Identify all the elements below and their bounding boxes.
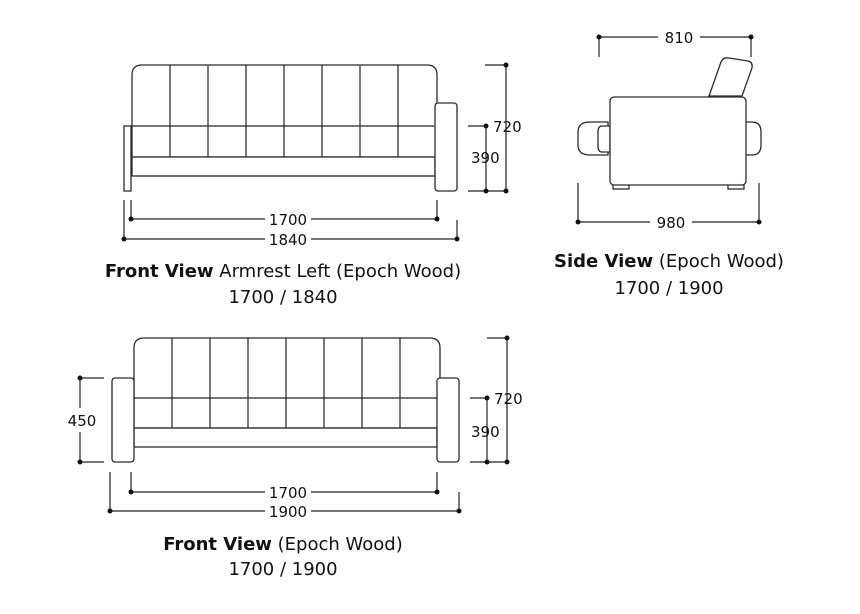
caption-front: Front View (Epoch Wood) <box>163 534 403 555</box>
dim-depth: 980 <box>657 214 686 232</box>
right-armrest <box>434 102 458 192</box>
dim-outer-width: 1900 <box>269 503 307 521</box>
backrest-dividers <box>132 65 434 157</box>
side-arm-inner <box>597 125 611 153</box>
caption-sizes: 1700 / 1900 <box>228 559 337 580</box>
front-view-armrest-left-drawing: 720 390 1700 1840 <box>121 62 522 249</box>
caption-title: Front View <box>163 534 272 555</box>
left-armrest <box>111 377 135 463</box>
dim-height: 720 <box>493 118 522 136</box>
caption-variant: (Epoch Wood) <box>653 251 784 272</box>
front-view-drawing: 450 720 390 1700 1900 <box>68 335 523 521</box>
dim-seat-height: 390 <box>471 423 500 441</box>
backrest <box>133 337 441 429</box>
caption-title: Front View <box>105 261 214 282</box>
sofa-base <box>133 427 438 448</box>
caption-sizes: 1700 / 1840 <box>228 287 337 308</box>
right-armrest <box>436 377 460 463</box>
dim-height: 720 <box>494 390 523 408</box>
side-arm-right <box>744 121 762 156</box>
sofa-base <box>131 156 436 177</box>
caption-variant: Armrest Left (Epoch Wood) <box>214 261 462 282</box>
caption-variant: (Epoch Wood) <box>272 534 403 555</box>
dim-inner-width: 1700 <box>269 484 307 502</box>
side-body <box>609 96 747 186</box>
caption-sizes: 1700 / 1900 <box>614 278 723 299</box>
left-leg <box>123 125 132 192</box>
caption-title: Side View <box>554 251 653 272</box>
dim-arm-height: 450 <box>68 412 97 430</box>
dim-seat-height: 390 <box>471 149 500 167</box>
caption-side: Side View (Epoch Wood) <box>554 251 784 272</box>
side-view-drawing: 810 980 <box>575 29 762 232</box>
tilted-backrest <box>708 57 753 97</box>
dim-outer-width: 1840 <box>269 231 307 249</box>
backrest-dividers <box>134 338 437 428</box>
caption-front-armrest-left: Front View Armrest Left (Epoch Wood) <box>105 261 461 282</box>
dim-top-depth: 810 <box>665 29 694 47</box>
dim-inner-width: 1700 <box>269 211 307 229</box>
